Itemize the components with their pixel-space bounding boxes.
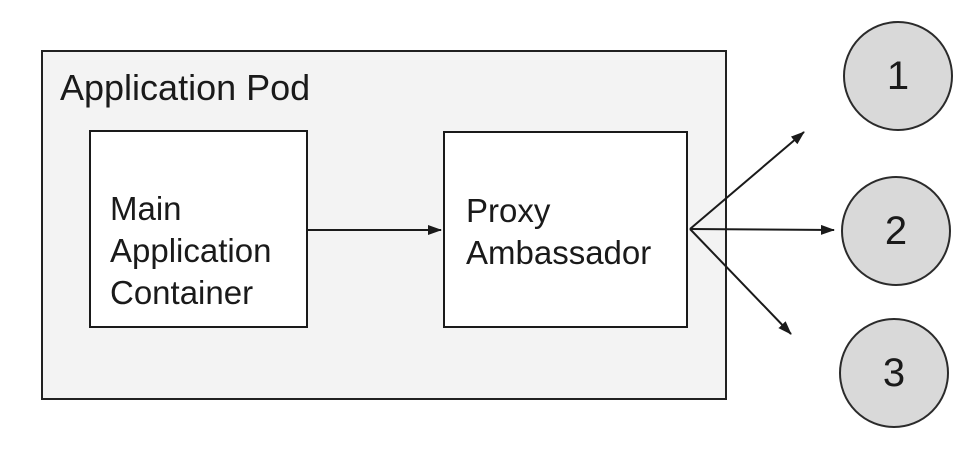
endpoint-circle-1: 1 xyxy=(843,21,953,131)
endpoint-circle-3: 3 xyxy=(839,318,949,428)
main-application-container-box: Main Application Container xyxy=(89,130,308,328)
proxy-ambassador-label: Proxy Ambassador xyxy=(466,192,652,271)
endpoint-1-label: 1 xyxy=(886,53,910,98)
endpoint-circle-2: 2 xyxy=(841,176,951,286)
proxy-ambassador-box: Proxy Ambassador xyxy=(443,131,688,328)
endpoint-2-label: 2 xyxy=(884,208,908,253)
endpoint-3-label: 3 xyxy=(882,350,906,395)
main-application-container-label: Main Application Container xyxy=(110,190,272,311)
application-pod-label: Application Pod xyxy=(60,67,311,108)
